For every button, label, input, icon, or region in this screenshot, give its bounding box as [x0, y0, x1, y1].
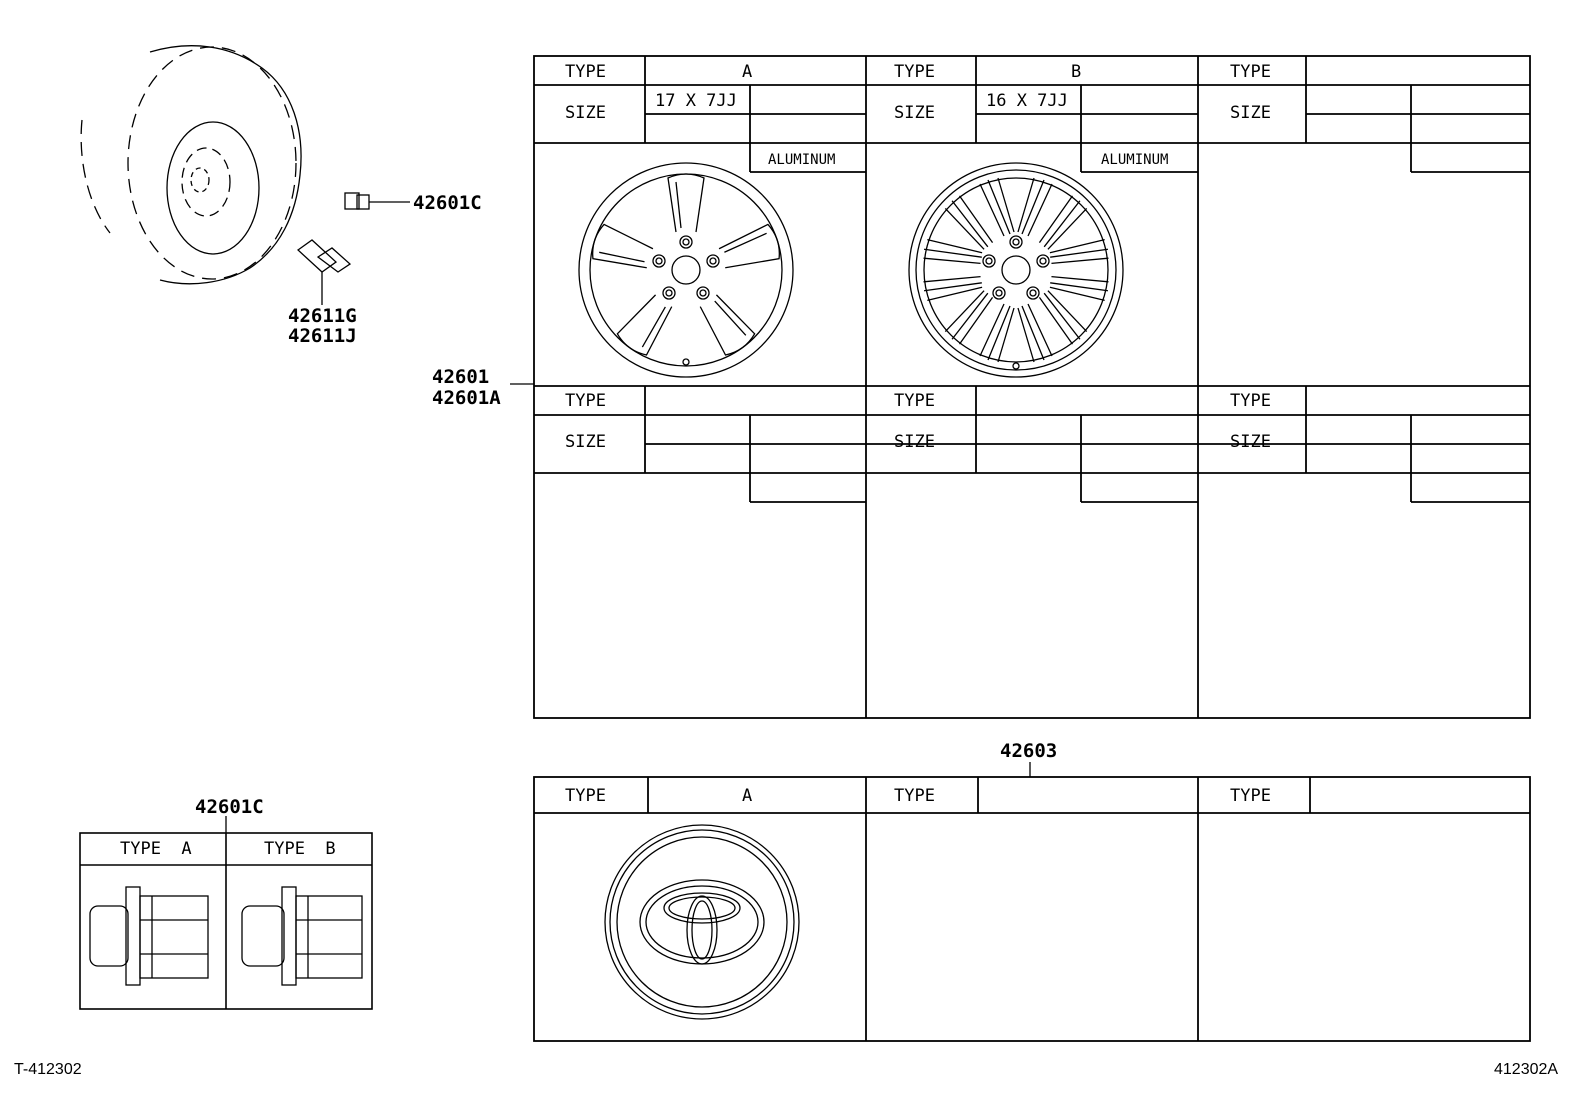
wheel-f-size-label: SIZE — [1230, 432, 1271, 452]
center-cap-illustration — [604, 824, 800, 1020]
wheel-b-type-label: TYPE — [894, 62, 935, 82]
valve-stem-illustration — [296, 239, 352, 305]
valve-cap-illustration — [344, 192, 410, 210]
cap-b-type-label: TYPE — [894, 786, 935, 806]
wheel-b-size-value: 16 X 7JJ — [986, 91, 1068, 111]
wheel-a-type-label: TYPE — [565, 62, 606, 82]
lug-nut-type-a-illustration — [89, 886, 209, 986]
wheel-a-size-value: 17 X 7JJ — [655, 91, 737, 111]
wheel-type-a-illustration — [578, 162, 794, 378]
nut-type-b-label: TYPE B — [264, 839, 336, 859]
wheel-e-type-label: TYPE — [894, 391, 935, 411]
wheel-c-size-label: SIZE — [1230, 103, 1271, 123]
callout-42601c-valve: 42601C — [413, 192, 482, 214]
callout-42611g: 42611G — [288, 305, 357, 327]
callout-42611j: 42611J — [288, 325, 357, 347]
cap-a-type-value: A — [742, 786, 752, 806]
wheel-b-type-value: B — [1071, 62, 1081, 82]
lug-nut-type-b-illustration — [241, 886, 363, 986]
callout-42603: 42603 — [1000, 740, 1057, 762]
nut-table-grid — [79, 832, 373, 1010]
wheel-table-grid — [533, 55, 1531, 719]
tire-drum-illustration — [80, 45, 302, 285]
wheel-d-type-label: TYPE — [565, 391, 606, 411]
callout-42601: 42601 — [432, 366, 489, 388]
wheel-e-size-label: SIZE — [894, 432, 935, 452]
wheel-c-type-label: TYPE — [1230, 62, 1271, 82]
wheel-a-material: ALUMINUM — [768, 152, 835, 168]
footer-right-code: 412302A — [1494, 1061, 1558, 1078]
callout-42601c-nut: 42601C — [195, 796, 264, 818]
wheel-a-type-value: A — [742, 62, 752, 82]
cap-table-grid — [533, 776, 1531, 1042]
cap-c-type-label: TYPE — [1230, 786, 1271, 806]
wheel-d-size-label: SIZE — [565, 432, 606, 452]
wheel-type-b-illustration — [908, 162, 1124, 378]
wheel-a-size-label: SIZE — [565, 103, 606, 123]
callout-42601a: 42601A — [432, 387, 501, 409]
wheel-b-material: ALUMINUM — [1101, 152, 1168, 168]
footer-left-code: T-412302 — [14, 1061, 82, 1078]
wheel-f-type-label: TYPE — [1230, 391, 1271, 411]
cap-a-type-label: TYPE — [565, 786, 606, 806]
nut-type-a-label: TYPE A — [120, 839, 192, 859]
wheel-b-size-label: SIZE — [894, 103, 935, 123]
